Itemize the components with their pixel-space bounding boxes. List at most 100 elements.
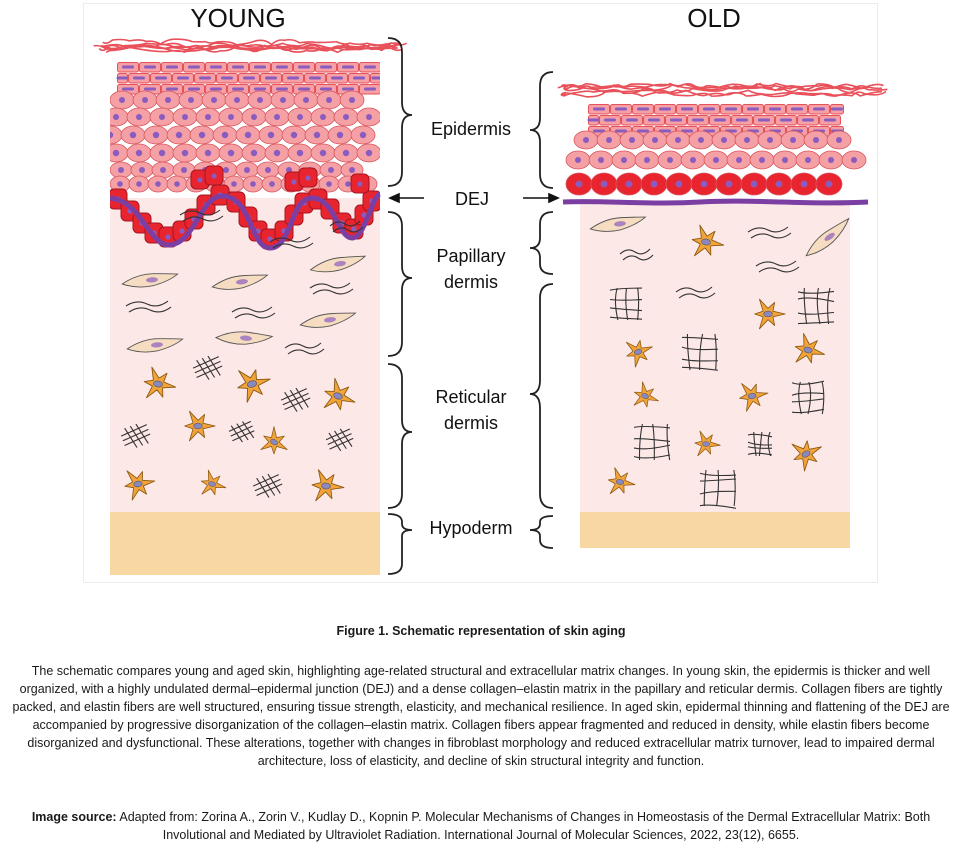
young-keratinocyte-nucleus: [269, 181, 275, 187]
elastin-fiber: [747, 226, 789, 233]
collagen-fragmented: [797, 287, 835, 325]
young-keratinocyte-nucleus: [159, 114, 165, 120]
brace-old-epidermis: [529, 71, 554, 189]
collagen-fiber: [135, 423, 149, 444]
fibroblast-stellate: [184, 410, 216, 442]
young-stratum-corneum: [93, 38, 407, 54]
old-keratinocyte-nucleus: [782, 157, 788, 163]
collagen-fiber: [791, 408, 825, 414]
young-keratinocyte-nucleus: [297, 114, 303, 120]
young-keratinocyte-flat-nucleus: [188, 65, 200, 69]
young-keratinocyte-nucleus: [135, 149, 143, 157]
young-keratinocyte-nucleus: [265, 167, 271, 173]
collagen-fiber: [637, 287, 640, 321]
young-keratinocyte-nucleus: [342, 149, 350, 157]
young-basal-nucleus: [179, 228, 185, 234]
young-keratinocyte-nucleus: [313, 131, 321, 139]
fibroblast-nucleus: [641, 393, 649, 399]
collagen-fiber: [120, 424, 147, 437]
fibroblast-stellate: [323, 377, 356, 411]
old-keratinocyte-flat-nucleus: [593, 107, 605, 111]
fibroblast-elongated: [121, 273, 179, 288]
fibroblast-nucleus: [702, 441, 710, 447]
old-basal-cell-nucleus: [700, 180, 708, 188]
young-title: YOUNG: [190, 3, 285, 33]
label-epidermis: Epidermis: [431, 119, 511, 139]
young-keratinocyte-flat-nucleus: [155, 76, 167, 80]
young-keratinocyte-flat-nucleus: [364, 87, 376, 91]
collagen-fiber: [280, 388, 307, 401]
collagen-fiber: [196, 359, 210, 380]
collagen-fiber: [207, 355, 221, 376]
fibroblast-stellate: [754, 298, 786, 330]
collagen-fiber: [827, 287, 831, 325]
young-basal-nucleus: [291, 179, 297, 185]
elastin-fiber: [179, 209, 221, 216]
fibroblast-nucleus: [615, 479, 625, 485]
elastin-fiber: [231, 306, 273, 313]
elastin-fiber: [678, 292, 716, 299]
young-hypodermis: [110, 512, 380, 575]
fibroblast-elongated: [214, 331, 274, 345]
old-basal-cell-nucleus: [825, 180, 833, 188]
collagen-fiber: [638, 423, 643, 461]
elastin-fiber: [619, 248, 651, 255]
old-keratinocyte-flat-nucleus: [637, 129, 649, 133]
fibroblast-stellate: [260, 426, 288, 455]
corneum-strand: [93, 42, 407, 50]
young-keratinocyte-nucleus: [365, 149, 373, 157]
old-keratinocyte-nucleus: [698, 137, 704, 143]
old-keratinocyte-nucleus: [644, 157, 650, 163]
young-keratinocyte-flat-nucleus: [221, 76, 233, 80]
collagen-fiber: [797, 311, 835, 315]
fibroblast-stellate: [794, 333, 825, 364]
collagen-fiber: [289, 389, 304, 410]
collagen-fiber: [252, 474, 279, 487]
young-keratinocyte-nucleus: [136, 114, 142, 120]
young-keratinocyte-nucleus: [118, 167, 124, 173]
fibroblast-stellate: [124, 470, 156, 501]
young-keratinocyte-nucleus: [250, 149, 258, 157]
collagen-fiber: [236, 423, 249, 441]
young-keratinocyte-flat-nucleus: [116, 76, 129, 80]
fibroblast-nucleus: [614, 221, 626, 227]
young-keratinocyte-nucleus: [273, 149, 281, 157]
collagen-fragmented: [699, 469, 737, 509]
collagen-fiber: [633, 438, 671, 443]
young-keratinocyte-nucleus: [290, 131, 298, 139]
young-keratinocyte-nucleus: [280, 97, 286, 103]
collagen-bundle: [228, 420, 255, 443]
old-keratinocyte-flat-nucleus: [831, 107, 843, 111]
old-keratinocyte-nucleus: [836, 137, 842, 143]
collagen-fiber: [633, 454, 671, 459]
fibroblast-nucleus: [333, 392, 343, 400]
young-skin: [93, 38, 407, 575]
young-keratinocyte-nucleus: [113, 114, 119, 120]
collagen-fiber: [791, 398, 825, 403]
young-keratinocyte-nucleus: [336, 131, 344, 139]
collagen-fiber: [797, 290, 835, 294]
old-basal-cell-nucleus: [600, 180, 608, 188]
fibroblast-stellate: [694, 430, 721, 457]
young-keratinocyte-flat-nucleus: [122, 87, 134, 91]
old-basal-cell-nucleus: [650, 180, 658, 188]
old-keratinocyte-flat-nucleus: [714, 118, 726, 122]
old-keratinocyte-nucleus: [675, 137, 681, 143]
old-basal-cell-nucleus: [775, 180, 783, 188]
collagen-fiber: [666, 423, 671, 461]
young-keratinocyte-nucleus: [181, 149, 189, 157]
young-keratinocyte-flat-nucleus: [342, 87, 354, 91]
young-keratinocyte-nucleus: [349, 167, 355, 173]
dej-arrow-left-head: [388, 192, 400, 204]
old-skin: [557, 82, 888, 548]
old-keratinocyte-nucleus: [828, 157, 834, 163]
old-keratinocyte-nucleus: [790, 137, 796, 143]
collagen-bundle: [120, 423, 151, 448]
young-keratinocyte-nucleus: [257, 97, 263, 103]
young-keratinocyte-nucleus: [234, 97, 240, 103]
elastin-fiber: [309, 282, 351, 289]
young-basal-nucleus: [357, 181, 363, 187]
young-keratinocyte-nucleus: [110, 131, 114, 139]
dej-arrow-right-head: [548, 192, 560, 204]
skin-aging-diagram: YOUNG OLD Epidermis DEJ Papillary dermis…: [93, 3, 888, 575]
